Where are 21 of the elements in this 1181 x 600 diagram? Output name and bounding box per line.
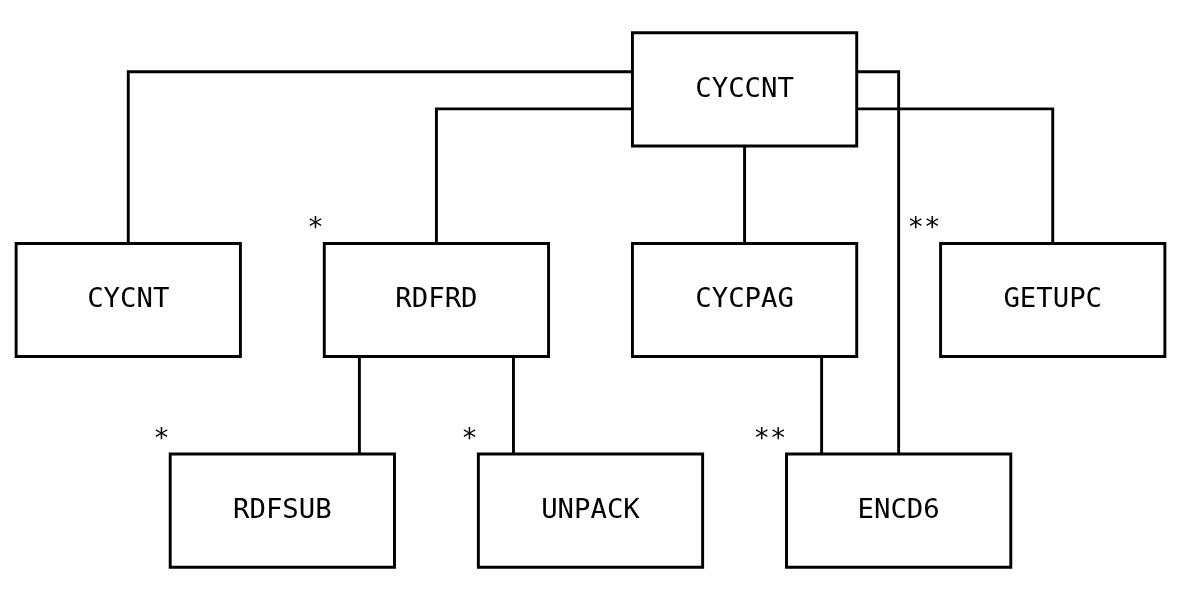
node-label: * [307,211,324,243]
node-box: CYCNT [14,241,242,359]
connector [857,70,901,454]
node-label: ** [907,211,941,243]
node-box: CYCPAG [630,241,859,359]
node-box: RDFRD [322,241,551,359]
connector [126,70,633,243]
connector [820,357,824,454]
node-label: * [153,421,170,453]
node-box: GETUPC [939,241,1167,359]
node-label: ** [753,421,787,453]
node-box: RDFSUB [168,452,396,569]
node-label: * [461,421,478,453]
connector [743,146,747,243]
connector [857,107,1055,244]
connector [434,107,632,244]
connector [512,357,515,454]
node-box: UNPACK [476,452,705,569]
connector [357,357,361,454]
node-box: ENCD6 [785,452,1013,569]
node-box: CYCCNT [630,31,859,148]
